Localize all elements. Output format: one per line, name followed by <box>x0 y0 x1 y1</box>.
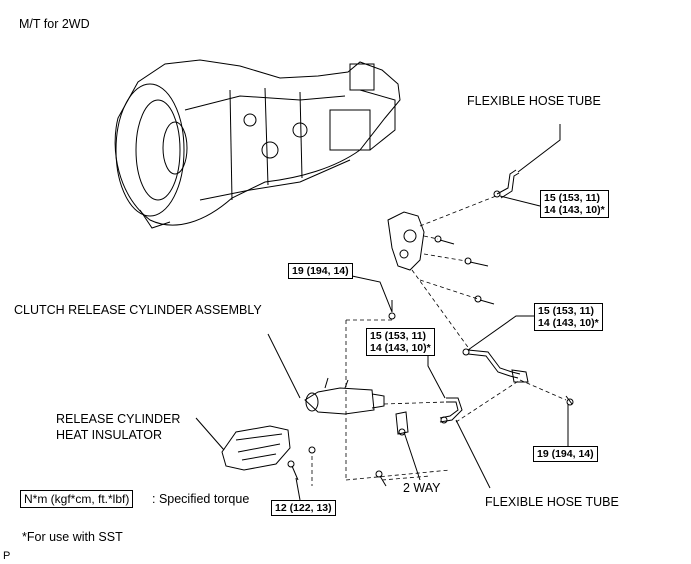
label-heat-insulator-line2: HEAT INSULATOR <box>56 428 163 442</box>
torque-value: 15 (153, 11) <box>538 305 595 317</box>
torque-unit-legend: N*m (kgf*cm, ft.*lbf) <box>20 490 134 508</box>
torque-box-insulator-bolt: 12 (122, 13) <box>271 500 336 516</box>
torque-value: 15 (153, 11) <box>370 330 427 342</box>
label-clutch-release-cylinder: CLUTCH RELEASE CYLINDER ASSEMBLY <box>14 303 262 317</box>
torque-value-sst: 14 (143, 10)* <box>538 317 599 329</box>
two-way-fitting <box>395 411 409 436</box>
flexible-hose-tube-middle <box>439 397 463 424</box>
torque-value-sst: 14 (143, 10)* <box>544 204 605 216</box>
torque-box-upper-hose: 15 (153, 11) 14 (143, 10)* <box>540 190 609 218</box>
torque-value: 15 (153, 11) <box>544 192 601 204</box>
torque-value: 19 (194, 14) <box>292 265 349 277</box>
torque-box-middle-hose: 15 (153, 11) 14 (143, 10)* <box>366 328 435 356</box>
flexible-hose-tube-lower-right <box>462 348 529 383</box>
transmission-assembly <box>114 59 401 229</box>
torque-box-right-hose: 15 (153, 11) 14 (143, 10)* <box>534 303 603 331</box>
clutch-release-cylinder <box>304 377 385 415</box>
label-flexible-hose-tube-top: FLEXIBLE HOSE TUBE <box>467 94 601 108</box>
label-heat-insulator-line1: RELEASE CYLINDER <box>56 412 181 426</box>
sst-note: *For use with SST <box>22 530 123 544</box>
torque-value-sst: 14 (143, 10)* <box>370 342 431 354</box>
torque-box-cylinder-bolt: 19 (194, 14) <box>288 263 353 279</box>
footer-mark: P <box>3 550 11 562</box>
page-title: M/T for 2WD <box>19 17 90 31</box>
label-two-way: 2 WAY <box>403 481 441 495</box>
label-flexible-hose-tube-bottom: FLEXIBLE HOSE TUBE <box>485 495 619 509</box>
legend-description: : Specified torque <box>152 492 250 506</box>
release-cylinder-heat-insulator <box>221 425 291 471</box>
bracket <box>387 211 425 271</box>
torque-value: 12 (122, 13) <box>275 502 332 514</box>
torque-value: 19 (194, 14) <box>537 448 594 460</box>
flexible-hose-tube-upper <box>493 169 520 199</box>
torque-box-lower-right-bolt: 19 (194, 14) <box>533 446 598 462</box>
